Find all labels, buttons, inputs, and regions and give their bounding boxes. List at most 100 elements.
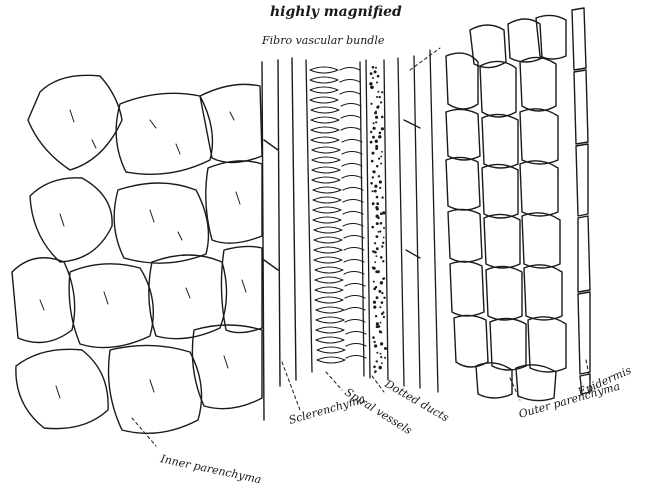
duct-pit <box>374 370 376 372</box>
epidermis-cells <box>572 8 590 394</box>
duct-pit <box>376 247 379 250</box>
duct-pit <box>381 116 384 119</box>
duct-pit <box>377 270 380 273</box>
duct-pit <box>380 332 382 334</box>
duct-pit <box>382 242 384 244</box>
duct-pit <box>369 82 372 85</box>
duct-pit <box>372 152 375 155</box>
duct-pit <box>375 315 377 317</box>
duct-pit <box>380 353 382 355</box>
spiral-coils <box>310 67 366 363</box>
duct-pit <box>378 231 380 233</box>
duct-pit <box>376 196 379 199</box>
duct-pit <box>372 77 374 79</box>
duct-pit <box>374 112 377 115</box>
duct-pit <box>380 342 383 345</box>
duct-pit <box>381 196 383 198</box>
duct-pit <box>379 366 382 369</box>
duct-pit <box>372 267 374 269</box>
duct-pit <box>377 105 379 107</box>
duct-pit <box>375 116 378 119</box>
duct-pit <box>379 96 381 98</box>
duct-pit <box>374 251 377 254</box>
duct-pit <box>383 227 385 229</box>
duct-pit <box>381 245 383 247</box>
duct-pit <box>370 141 373 144</box>
duct-pit <box>374 190 377 193</box>
duct-pit <box>383 311 385 313</box>
duct-pit <box>380 281 383 284</box>
phloem-strands <box>398 50 438 392</box>
figure-subheading: Fibro vascular bundle <box>261 34 385 47</box>
duct-pit <box>372 66 375 69</box>
duct-pit <box>370 182 373 185</box>
duct-pit <box>384 357 386 359</box>
duct-pit <box>381 91 383 93</box>
duct-pit <box>373 301 376 304</box>
figure-heading: highly magnified <box>270 4 402 20</box>
inner-parenchyma-texture <box>40 110 246 398</box>
duct-pit <box>373 127 376 130</box>
duct-pit <box>373 306 376 309</box>
duct-pit <box>375 140 378 143</box>
duct-pit <box>379 306 381 308</box>
duct-pit <box>381 292 383 294</box>
duct-pit <box>376 322 379 325</box>
duct-pit <box>379 187 381 189</box>
duct-pit <box>373 287 376 290</box>
duct-pit <box>374 70 377 73</box>
duct-pit <box>372 176 374 178</box>
duct-pit <box>376 165 378 167</box>
duct-pit <box>376 255 378 257</box>
duct-pit <box>382 260 384 262</box>
duct-pit <box>380 101 382 103</box>
duct-pit <box>377 217 379 219</box>
duct-pit <box>371 226 374 229</box>
duct-pit <box>370 72 373 75</box>
duct-pit <box>380 222 383 225</box>
duct-pit <box>377 91 379 93</box>
duct-pit <box>384 347 387 350</box>
duct-pit <box>372 171 374 173</box>
duct-pit <box>373 366 376 369</box>
duct-pit <box>372 202 375 205</box>
duct-pit <box>380 322 382 324</box>
outer-parenchyma-cells <box>446 15 566 400</box>
duct-pit <box>373 341 375 343</box>
duct-pit <box>371 86 374 89</box>
duct-pit <box>373 337 375 339</box>
duct-pit <box>383 277 385 279</box>
duct-pit <box>374 242 376 244</box>
duct-pit <box>381 362 383 364</box>
duct-pit <box>375 67 377 69</box>
duct-pit <box>375 206 378 209</box>
duct-pit <box>373 122 375 124</box>
duct-pit <box>383 316 385 318</box>
duct-pit <box>374 344 377 347</box>
duct-pit <box>383 237 385 239</box>
duct-pit <box>377 75 380 78</box>
duct-pit <box>376 82 378 84</box>
duct-pit <box>375 145 378 148</box>
duct-pit <box>379 132 382 135</box>
duct-pit <box>378 175 380 177</box>
duct-pit <box>370 103 372 105</box>
duct-pit <box>380 163 382 165</box>
duct-pit <box>376 352 378 354</box>
sclerenchyma-strands <box>262 58 296 420</box>
duct-pit <box>372 190 374 192</box>
duct-pit <box>378 290 381 293</box>
duct-pit <box>376 360 378 362</box>
duct-pit <box>378 158 380 160</box>
duct-pit <box>374 261 376 263</box>
duct-pit <box>379 230 381 232</box>
duct-pit <box>381 301 384 304</box>
duct-pit <box>375 121 377 123</box>
duct-pit <box>374 185 377 188</box>
duct-pit <box>370 131 372 133</box>
duct-pit <box>379 180 382 183</box>
inner-parenchyma-cells <box>12 75 262 433</box>
duct-pit <box>376 235 379 238</box>
duct-pit <box>371 160 374 163</box>
